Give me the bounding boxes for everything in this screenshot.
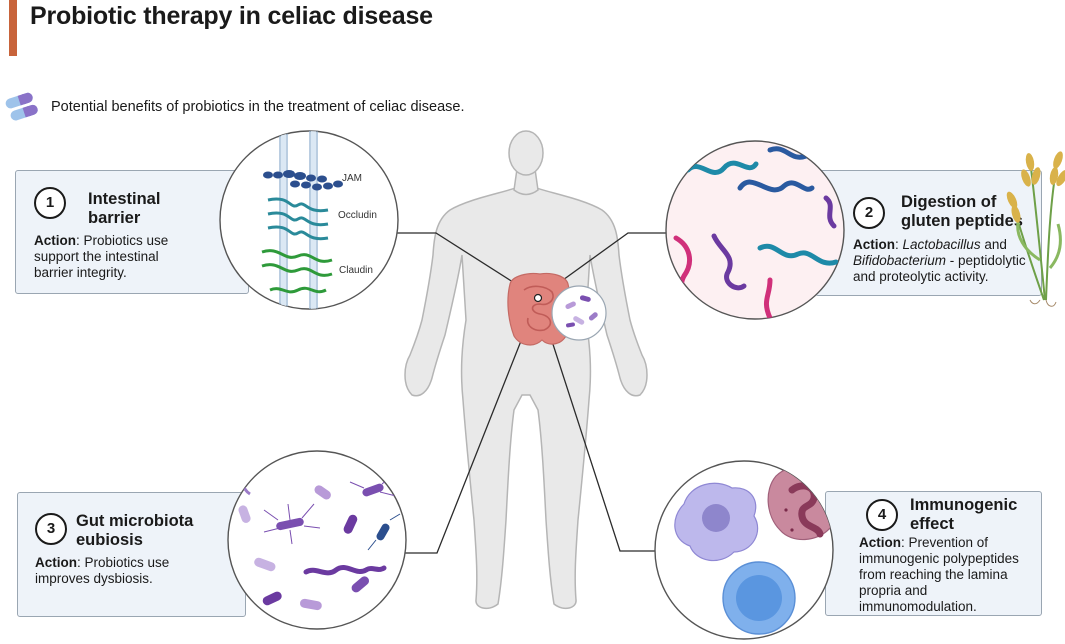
body-silhouette	[404, 184, 648, 610]
wheat-plant-illustration	[1006, 151, 1065, 307]
neutrophil-cell	[767, 465, 833, 541]
circle-gluten-peptides	[665, 140, 845, 320]
page-title: Probiotic therapy in celiac disease	[30, 2, 433, 30]
panel-number-3: 3	[35, 513, 67, 545]
intestine-bacteria-inset	[551, 285, 607, 341]
circle-immune-cells	[654, 460, 834, 640]
panel-action-immunogenic: Action: Prevention of immunogenic polype…	[859, 535, 1019, 614]
panel-number-4: 4	[866, 499, 898, 531]
circle-gut-microbiota	[227, 450, 407, 630]
panel-action-intestinal-barrier: Action: Probiotics use support the intes…	[34, 233, 169, 280]
title-accent-bar	[9, 0, 17, 56]
label-claudin: Claudin	[339, 265, 373, 276]
circle-intestinal-barrier	[219, 130, 399, 310]
head	[508, 130, 544, 176]
panel-number-2: 2	[853, 197, 885, 229]
panel-action-digestion-gluten: Action: Lactobacillus and Bifidobacteriu…	[853, 237, 1026, 284]
panel-number-1: 1	[34, 187, 66, 219]
label-occludin: Occludin	[338, 210, 377, 221]
claudin-protein	[261, 249, 333, 294]
human-body-figure	[404, 130, 648, 610]
occludin-protein	[267, 197, 329, 241]
page-subtitle: Potential benefits of probiotics in the …	[51, 99, 465, 115]
jam-protein	[263, 170, 343, 191]
panel-action-gut-microbiota: Action: Probiotics use improves dysbiosi…	[35, 555, 170, 586]
label-jam: JAM	[342, 173, 362, 184]
connector-lines	[393, 232, 668, 554]
probiotic-capsule-icon	[5, 92, 38, 121]
